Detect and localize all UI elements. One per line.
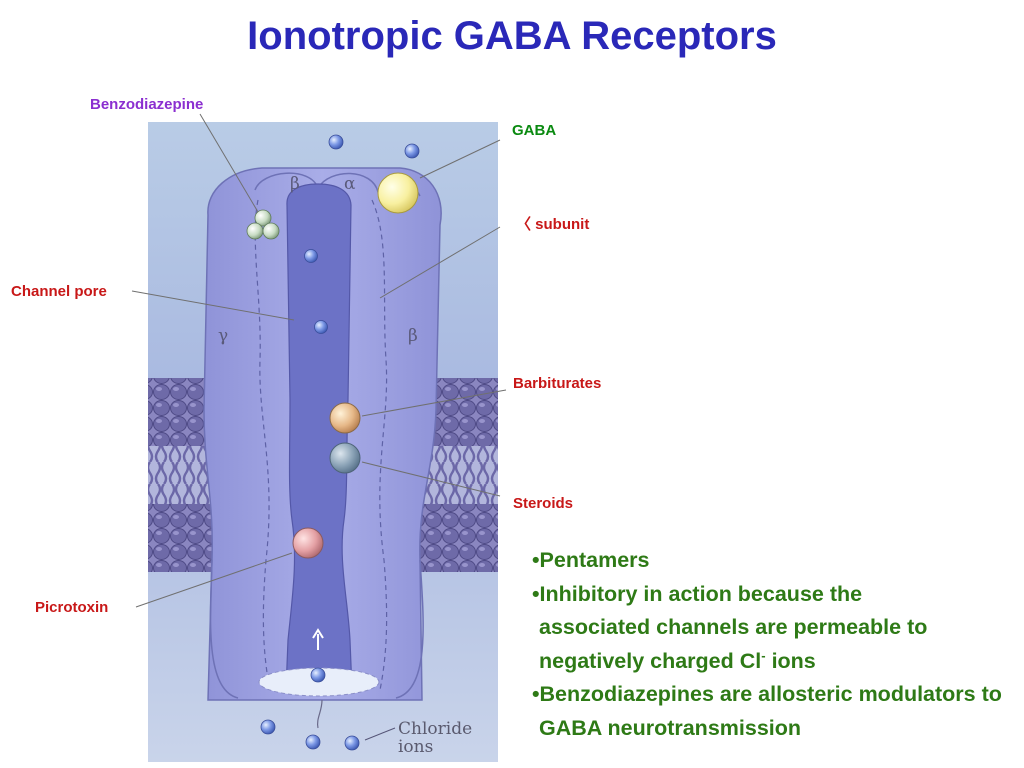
gaba-molecule bbox=[404, 143, 420, 159]
chloride-ion bbox=[305, 734, 321, 750]
bullet-item: •Pentamers bbox=[532, 548, 650, 572]
chloride-ion bbox=[310, 667, 326, 683]
channel-pore-label: Channel pore bbox=[11, 283, 107, 300]
steroid-molecule bbox=[329, 442, 361, 474]
receptor-body bbox=[203, 167, 442, 701]
chloride-ion bbox=[314, 320, 328, 334]
subunit-left-letter: γ bbox=[218, 326, 228, 346]
subunit-right-letter: β bbox=[408, 326, 418, 346]
chloride-ion bbox=[260, 719, 276, 735]
chloride-ions-label: Chloride ions bbox=[398, 719, 478, 757]
barbiturates-label: Barbiturates bbox=[513, 375, 602, 392]
bullet-item: •Benzodiazepines are allosteric modulato… bbox=[532, 682, 1002, 740]
chloride-ion bbox=[304, 249, 318, 263]
bullet-list: •Pentamers •Inhibitory in action because… bbox=[532, 544, 1019, 745]
chloride-ion bbox=[344, 735, 360, 751]
subunit-top-right-letter: α bbox=[344, 174, 356, 194]
chloride-label-line: Chloride bbox=[398, 719, 472, 739]
subunit-label: 〈 subunit bbox=[516, 216, 590, 233]
benzodiazepine-label: Benzodiazepine bbox=[90, 96, 204, 113]
subunit-top-left-letter: β bbox=[290, 174, 300, 194]
leader-lines bbox=[131, 113, 507, 608]
ion-flow-arrow bbox=[312, 628, 324, 729]
steroids-label: Steroids bbox=[513, 495, 574, 512]
bullet-item: •Inhibitory in action because the associ… bbox=[532, 581, 928, 673]
page-title: Ionotropic GABA Receptors bbox=[247, 14, 777, 58]
benzodiazepine-molecule bbox=[246, 209, 280, 240]
gaba-label: GABA bbox=[512, 122, 557, 139]
molecules bbox=[246, 134, 420, 751]
barbiturate-molecule bbox=[329, 402, 361, 434]
chloride-label-line: ions bbox=[398, 737, 433, 757]
picrotoxin-label: Picrotoxin bbox=[35, 599, 109, 616]
picrotoxin-molecule bbox=[292, 527, 324, 559]
chloride-leader-line bbox=[364, 727, 396, 741]
gaba-molecule bbox=[328, 134, 344, 150]
gaba-binding-molecule bbox=[377, 172, 419, 214]
